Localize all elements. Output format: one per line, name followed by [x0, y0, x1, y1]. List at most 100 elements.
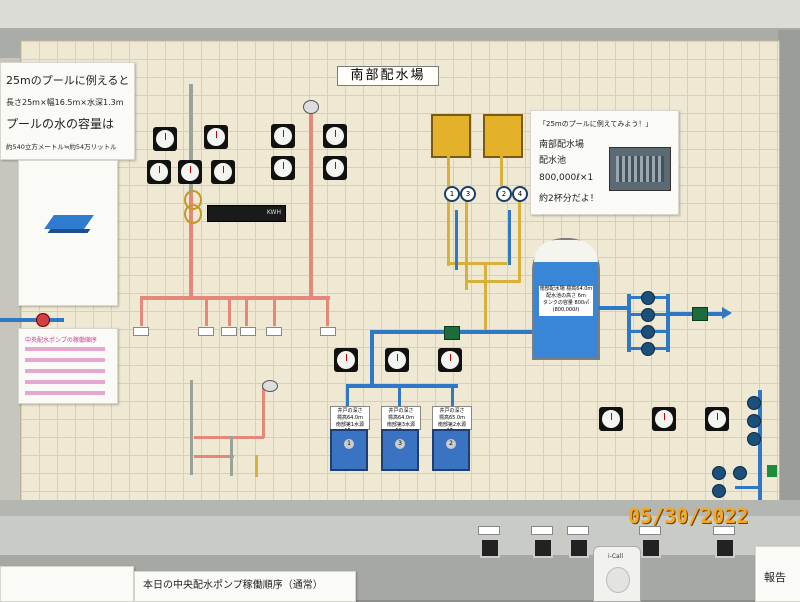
distribution-reservoir: 南部配水場 標高64.0m 配水池の高さ 6m タンクの容量 800㎥ (800…: [532, 238, 600, 360]
blue-manifold: [666, 294, 670, 352]
gauge: [211, 160, 235, 184]
reservoir-label: 南部配水場 標高64.0m 配水池の高さ 6m タンクの容量 800㎥ (800…: [539, 286, 593, 316]
gauge: [705, 407, 729, 431]
pipe-tag: [198, 327, 214, 336]
pump-valve: [641, 308, 655, 322]
gauge: [334, 348, 358, 372]
call-button[interactable]: [606, 567, 630, 593]
pipe-tag: [221, 327, 237, 336]
gauge: [204, 125, 228, 149]
console-edge: [0, 500, 800, 516]
blue-pipe: [508, 210, 511, 265]
well-elevation: 標高64.0m: [336, 415, 363, 421]
ceiling: [0, 0, 800, 28]
inlet-pipe: [189, 84, 193, 194]
report-sign-text: 報告: [764, 571, 786, 584]
wall-left: [0, 58, 20, 508]
blue-pipe: [455, 210, 458, 270]
red-branch: [245, 296, 248, 326]
card-line: 「25mのプールに例えてみよう！」: [539, 120, 653, 128]
flow-meter: [767, 465, 777, 477]
red-pipe-lower: [194, 436, 264, 439]
pump-order-sign-text: 本日の中央配水ポンプ稼働順序（通常）: [143, 580, 323, 591]
yellow-pipe: [484, 262, 487, 330]
card-line: プールの水の容量は: [6, 117, 115, 131]
list-line: [25, 347, 105, 351]
sign-board-left: [0, 566, 134, 602]
console-button[interactable]: [569, 538, 589, 558]
blue-header-pipe: [346, 384, 458, 388]
list-line: [25, 380, 105, 384]
console-button[interactable]: [533, 538, 553, 558]
card-line: 南部配水場: [539, 140, 585, 150]
pump-order-sign: 本日の中央配水ポンプ稼働順序（通常）: [134, 571, 356, 602]
receiving-tank: [431, 114, 471, 158]
i-call-device[interactable]: i-Call: [593, 546, 641, 602]
pump-valve: [712, 466, 726, 480]
pump-number: 2: [496, 186, 512, 202]
reservoir-height: 配水池の高さ 6m: [546, 293, 586, 299]
pump-symbol: [303, 100, 319, 114]
flow-meter: [444, 326, 460, 340]
console-button[interactable]: [715, 538, 735, 558]
pipe-tag: [133, 327, 149, 336]
well-number: 1: [344, 439, 354, 449]
console-button[interactable]: [641, 538, 661, 558]
wall-right: [778, 30, 800, 510]
pump-number: 1: [444, 186, 460, 202]
gauge: [147, 160, 171, 184]
tank-photo-structure: [616, 156, 664, 182]
well-tank: 3: [381, 429, 419, 471]
well-tank: 2: [432, 429, 470, 471]
pump-number: 4: [512, 186, 528, 202]
button-label: [531, 526, 553, 535]
console-button[interactable]: [480, 538, 500, 558]
well-number: 2: [446, 439, 456, 449]
red-pipe-vertical: [309, 110, 313, 298]
well-number: 3: [395, 439, 405, 449]
card-line: 配水池: [539, 156, 567, 166]
pump-valve: [733, 466, 747, 480]
pool-illustration-side: [47, 229, 91, 233]
pump-valve: [641, 291, 655, 305]
pump-valve: [747, 414, 761, 428]
blue-pipe-right: [735, 486, 761, 489]
meter-unit: KWH: [266, 209, 281, 216]
gauge: [271, 156, 295, 180]
card-line: 長さ25m×幅16.5m×水深1.3m: [6, 98, 124, 107]
receiving-tank: [483, 114, 523, 158]
pool-diagram-sheet: [18, 160, 118, 306]
yellow-pipe: [447, 156, 450, 266]
red-pipe-lower: [262, 386, 265, 438]
gauge: [178, 160, 202, 184]
reservoir-elevation: 南部配水場 標高64.0m: [539, 286, 593, 292]
gauge: [385, 348, 409, 372]
pump-order-header: 中央配水ポンプの稼働順序: [25, 337, 97, 344]
card-line: 800,000ℓ×1: [539, 173, 594, 183]
well-label: 井戸の深さ 標高64.0m 南部第1水源15m: [330, 406, 370, 434]
red-pipe-vertical: [189, 194, 193, 298]
valve-red: [36, 313, 50, 327]
gauge: [323, 156, 347, 180]
reservoir-liters: (800,000ℓ): [552, 307, 580, 313]
gauge: [323, 124, 347, 148]
pump-valve: [747, 396, 761, 410]
pipe-tag: [240, 327, 256, 336]
red-branch: [228, 296, 231, 326]
well-tank: 1: [330, 429, 368, 471]
pool-illustration: [44, 215, 94, 229]
card-line: 約540立方メートル≒約54万リットル: [6, 143, 117, 151]
red-branch: [205, 296, 208, 326]
list-line: [25, 391, 105, 395]
red-pipe-header: [140, 296, 330, 300]
digital-meter-display: KWH: [207, 205, 286, 222]
blue-branch: [346, 384, 349, 408]
gauge: [271, 124, 295, 148]
button-label: [567, 526, 589, 535]
pump-number: 3: [460, 186, 476, 202]
yellow-pipe: [447, 262, 507, 265]
well-depth-label: 井戸の深さ: [337, 408, 363, 414]
gauge: [652, 407, 676, 431]
tank-photo: [609, 147, 671, 191]
well-elevation: 標高65.0m: [438, 415, 465, 421]
